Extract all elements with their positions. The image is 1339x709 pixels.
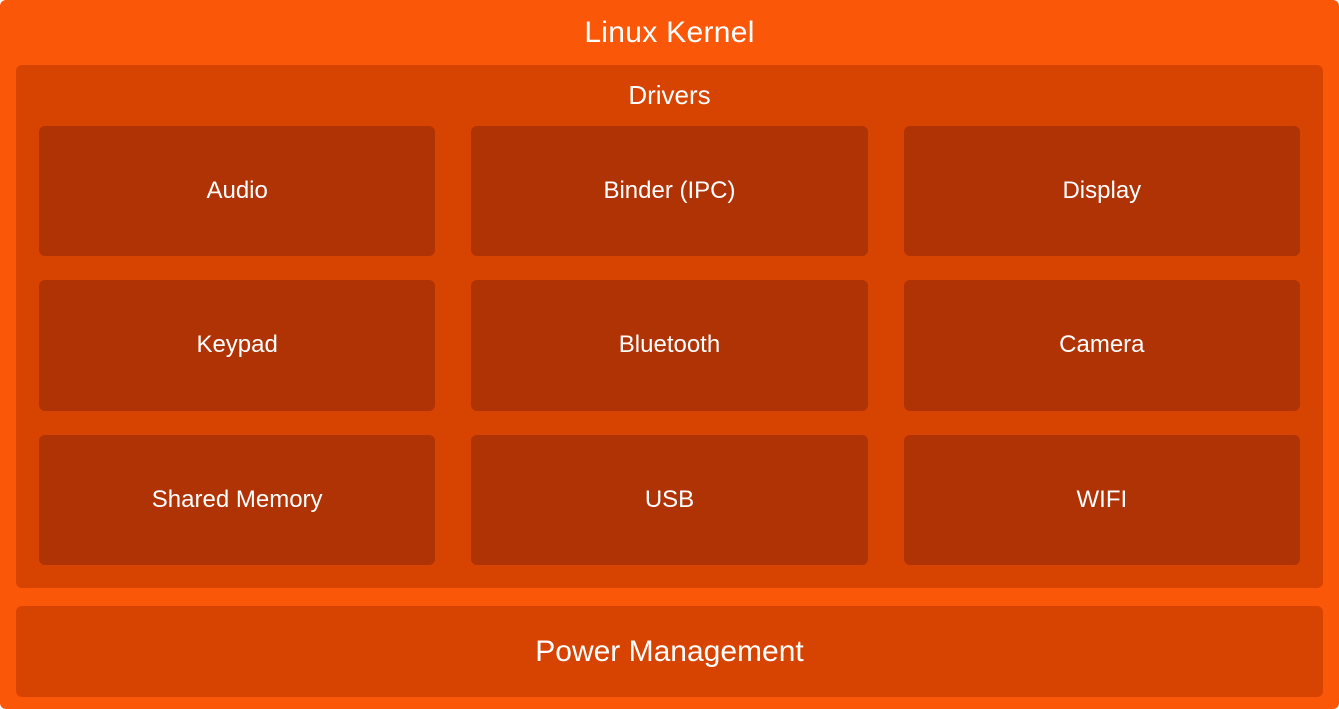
drivers-section-title: Drivers [628, 80, 711, 110]
linux-kernel-title: Linux Kernel [584, 15, 755, 49]
driver-box-bluetooth: Bluetooth [471, 280, 868, 411]
driver-box-wifi: WIFI [903, 434, 1300, 565]
power-management-box: Power Management [16, 606, 1323, 697]
driver-box-camera: Camera [903, 280, 1300, 411]
driver-box-audio: Audio [39, 126, 436, 257]
driver-box-usb: USB [471, 434, 868, 565]
drivers-grid: Audio Binder (IPC) Display Keypad Blueto… [16, 126, 1323, 588]
drivers-section: Drivers Audio Binder (IPC) Display Keypa… [16, 65, 1323, 588]
driver-box-display: Display [903, 126, 1300, 257]
driver-box-shared-memory: Shared Memory [39, 434, 436, 565]
driver-box-keypad: Keypad [39, 280, 436, 411]
driver-box-binder-ipc: Binder (IPC) [471, 126, 868, 257]
